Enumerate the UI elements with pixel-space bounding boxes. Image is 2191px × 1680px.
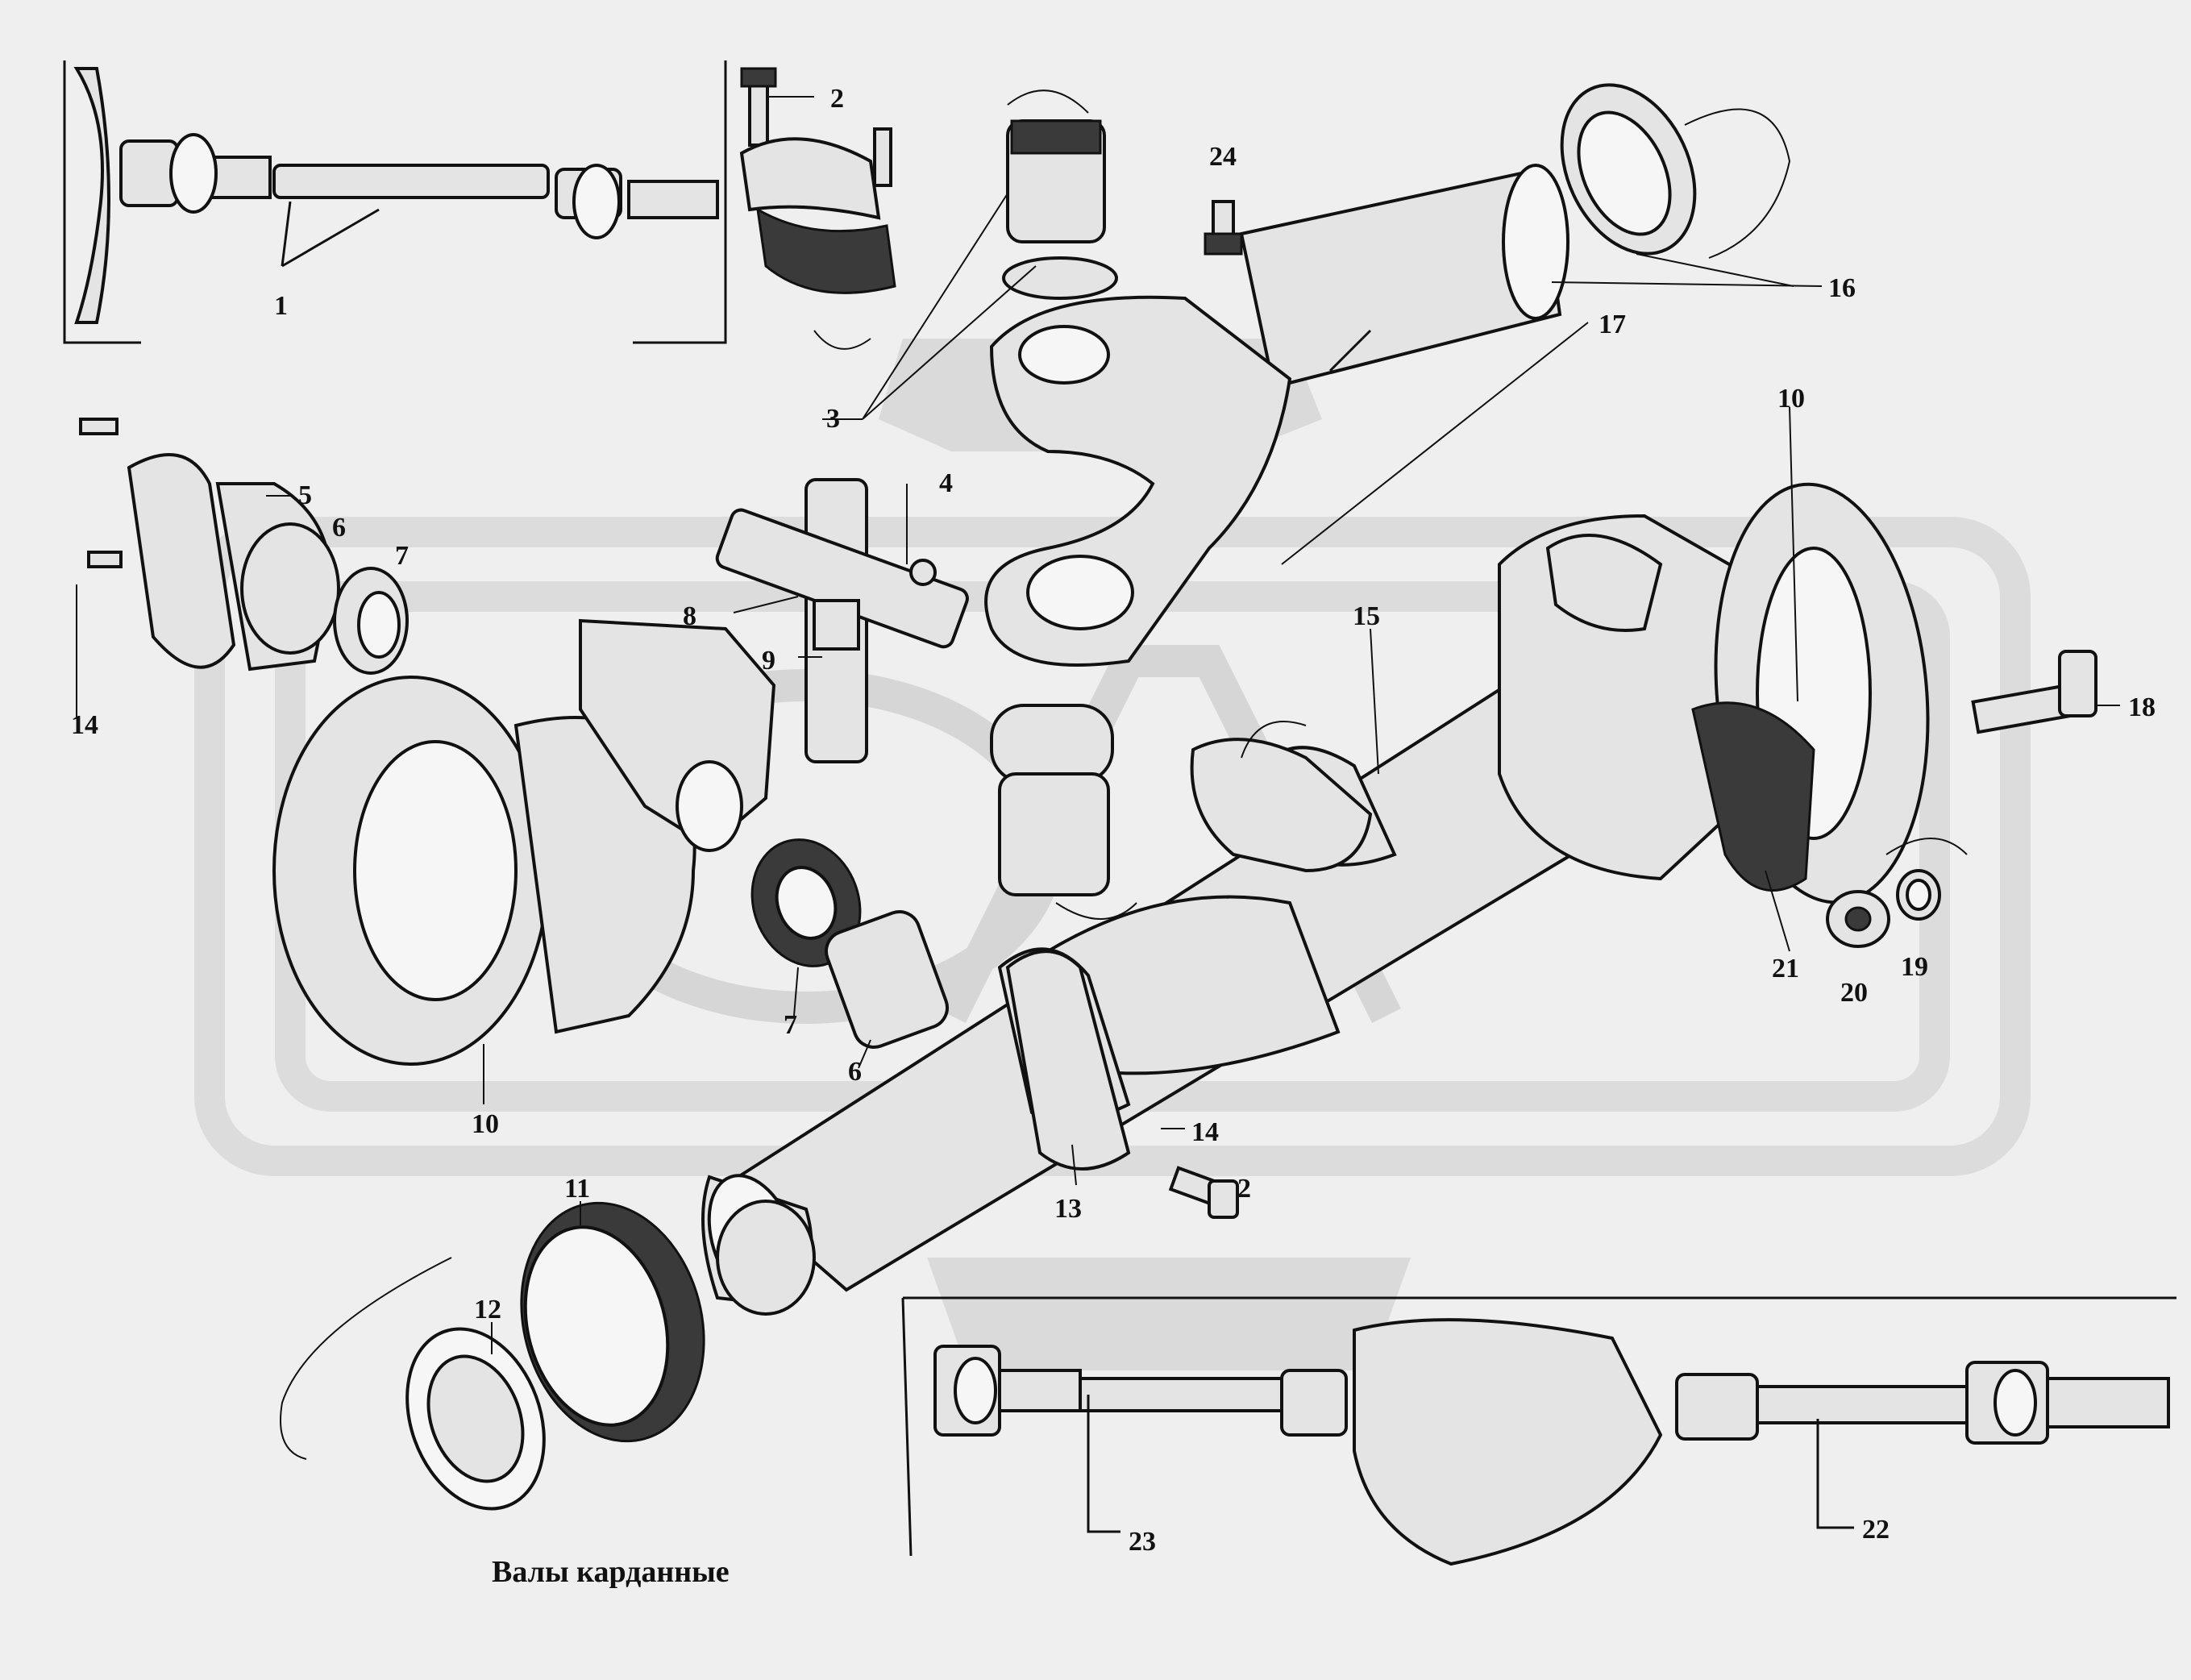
callout-7: 7 — [395, 541, 409, 571]
nut-20-ring-19 — [1826, 838, 1968, 948]
inset-shaft-1 — [63, 60, 727, 344]
bearing-7-cup-6 — [750, 838, 949, 1049]
seal-ring-16 — [1560, 83, 1791, 259]
callout-1: 1 — [274, 291, 288, 321]
bearing-cups-center — [990, 704, 1137, 920]
callout-6: 6 — [332, 513, 346, 543]
callout-15: 15 — [1353, 601, 1380, 631]
callout-22: 22 — [1862, 1515, 1890, 1545]
callout-14: 14 — [1191, 1117, 1219, 1147]
yoke-5 — [79, 418, 409, 675]
callout-4: 4 — [939, 468, 953, 498]
callout-19: 19 — [1901, 952, 1928, 982]
diagram-caption: Валы карданные — [492, 1555, 730, 1589]
main-shaft-assembly — [701, 482, 1930, 1309]
callout-24: 24 — [1209, 142, 1237, 172]
callout-11: 11 — [564, 1174, 590, 1204]
callout-7: 7 — [784, 1010, 797, 1040]
callout-3: 3 — [826, 404, 840, 434]
callout-16: 16 — [1828, 273, 1856, 303]
spider-9 — [715, 478, 969, 763]
sliding-yoke-17 — [984, 164, 1569, 667]
bolt-2-bottom — [1168, 1166, 1239, 1219]
callout-20: 20 — [1840, 978, 1868, 1008]
flange-housing-10-left — [272, 618, 776, 1066]
leader-lines — [76, 96, 2120, 1354]
inset-shafts-22-23 — [901, 1296, 2176, 1566]
callout-17: 17 — [1599, 310, 1626, 339]
callout-18: 18 — [2128, 692, 2156, 722]
bearing-cups-3 — [1002, 89, 1118, 300]
callout-5: 5 — [298, 480, 312, 510]
seal-11-ring-12 — [280, 1201, 705, 1511]
bolt-24 — [1204, 200, 1243, 256]
callout-labels: 1 2 2 3 4 5 6 6 7 7 8 9 10 10 11 12 13 1… — [71, 84, 2156, 1557]
callout-12: 12 — [474, 1295, 501, 1324]
callout-10: 10 — [472, 1109, 499, 1139]
callout-10: 10 — [1777, 384, 1805, 414]
bolt-18 — [1971, 650, 2097, 734]
callout-6: 6 — [848, 1057, 862, 1087]
callout-9: 9 — [762, 646, 775, 676]
callout-2: 2 — [830, 84, 844, 114]
callout-2: 2 — [1237, 1174, 1251, 1204]
spline-clamp-13 — [716, 950, 1131, 1316]
callout-13: 13 — [1054, 1194, 1082, 1224]
bearing-cap-top — [739, 67, 896, 350]
callout-23: 23 — [1129, 1527, 1156, 1557]
callout-8: 8 — [683, 601, 696, 631]
callout-21: 21 — [1772, 954, 1799, 983]
callout-14: 14 — [71, 710, 98, 740]
